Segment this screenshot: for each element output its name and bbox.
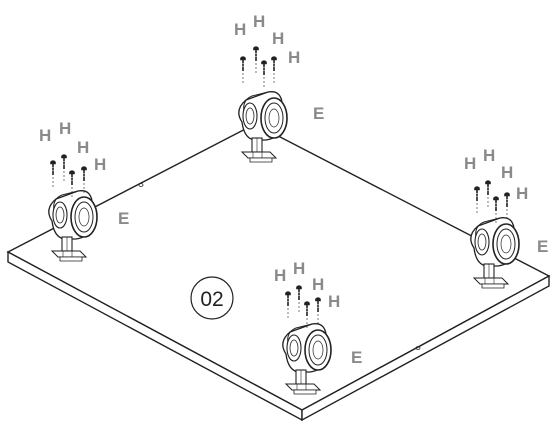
caster-assembly-top: H H H H E [234,12,324,163]
caster-label: E [537,237,548,256]
screw-label: H [501,163,513,182]
screw [503,191,511,221]
caster-label: E [118,209,129,228]
screw [239,55,247,85]
step-number-badge: 02 [190,276,234,320]
screw-label: H [274,266,286,285]
screw [473,185,481,215]
panel [6,123,551,422]
screw-label: H [312,275,324,294]
screw [80,165,88,195]
screw [49,159,57,189]
caster-assembly-front: H H H H E [274,259,362,395]
caster-assembly-right: H H H H E [464,146,548,289]
screw-label: H [59,119,71,138]
screw [60,153,68,183]
panel-hole [138,183,144,187]
screw-label: H [77,138,89,157]
screw [260,59,268,89]
screw-label: H [288,48,300,67]
caster-label: E [351,348,362,367]
step-number: 02 [200,288,223,311]
caster-assembly-left: H H H H E [39,119,129,262]
screw-label: H [253,12,265,31]
screw-label: H [293,259,305,278]
screw-label: H [516,184,528,203]
screw-label: H [328,292,340,311]
screw-label: H [272,29,284,48]
screw [270,55,278,85]
screw [484,179,492,209]
screw-label: H [234,20,246,39]
screw-label: H [464,154,476,173]
screw-label: H [94,155,106,174]
screw [252,45,260,75]
screw-label: H [483,146,495,165]
caster-label: E [313,104,324,123]
panel-hole [415,346,421,350]
screw-label: H [39,126,51,145]
